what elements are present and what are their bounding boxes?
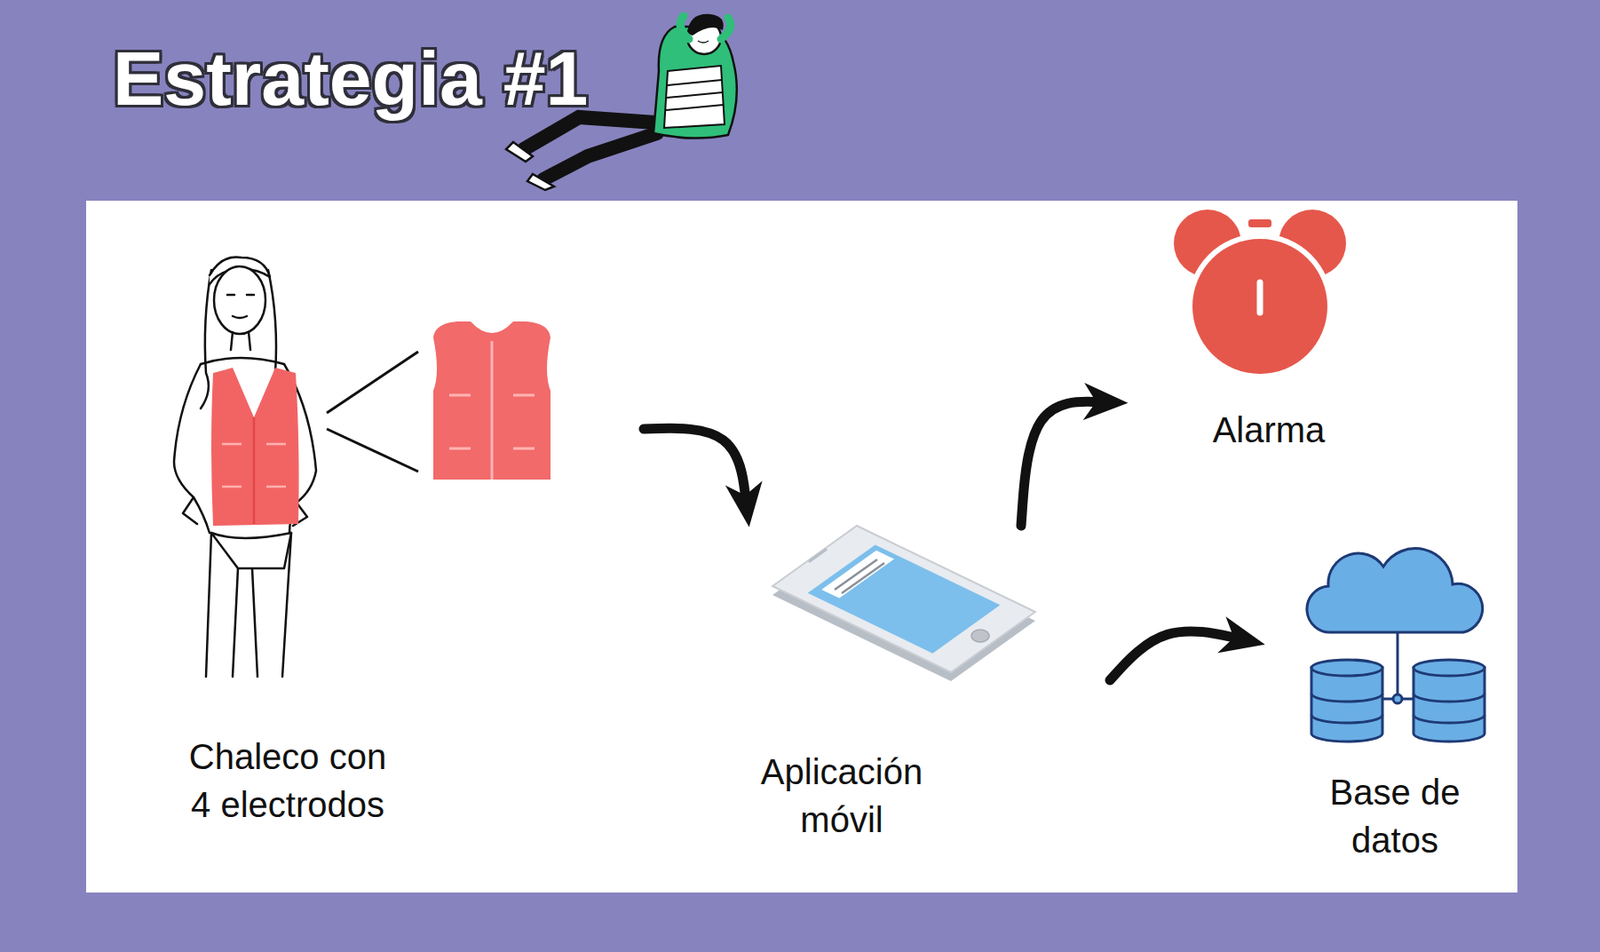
vest-icon bbox=[433, 321, 551, 480]
icon-node: Aplicación móvil bbox=[728, 525, 1110, 853]
flow-arrow bbox=[643, 427, 747, 506]
icon-node: Base de datos bbox=[1265, 546, 1501, 873]
node-label: Chaleco con 4 electrodos bbox=[177, 732, 398, 829]
node-label: Base de datos bbox=[1306, 768, 1484, 864]
alarm-clock-icon bbox=[1173, 209, 1347, 380]
icon-node: Alarma bbox=[1127, 209, 1368, 463]
white-panel bbox=[86, 200, 1518, 893]
flow-arrow bbox=[1109, 631, 1244, 681]
vest-worn bbox=[211, 367, 300, 526]
phone-icon bbox=[772, 525, 1036, 682]
node-label: Alarma bbox=[1180, 405, 1358, 454]
database-icon bbox=[1306, 548, 1485, 742]
page-title: Estrategia #1 bbox=[112, 39, 588, 117]
leader-lines bbox=[326, 351, 419, 472]
node-label: Aplicación móvil bbox=[739, 747, 944, 844]
woman-figure bbox=[174, 256, 317, 677]
icon-node: Chaleco con 4 electrodos bbox=[133, 248, 644, 838]
flow-arrow bbox=[1021, 401, 1106, 526]
